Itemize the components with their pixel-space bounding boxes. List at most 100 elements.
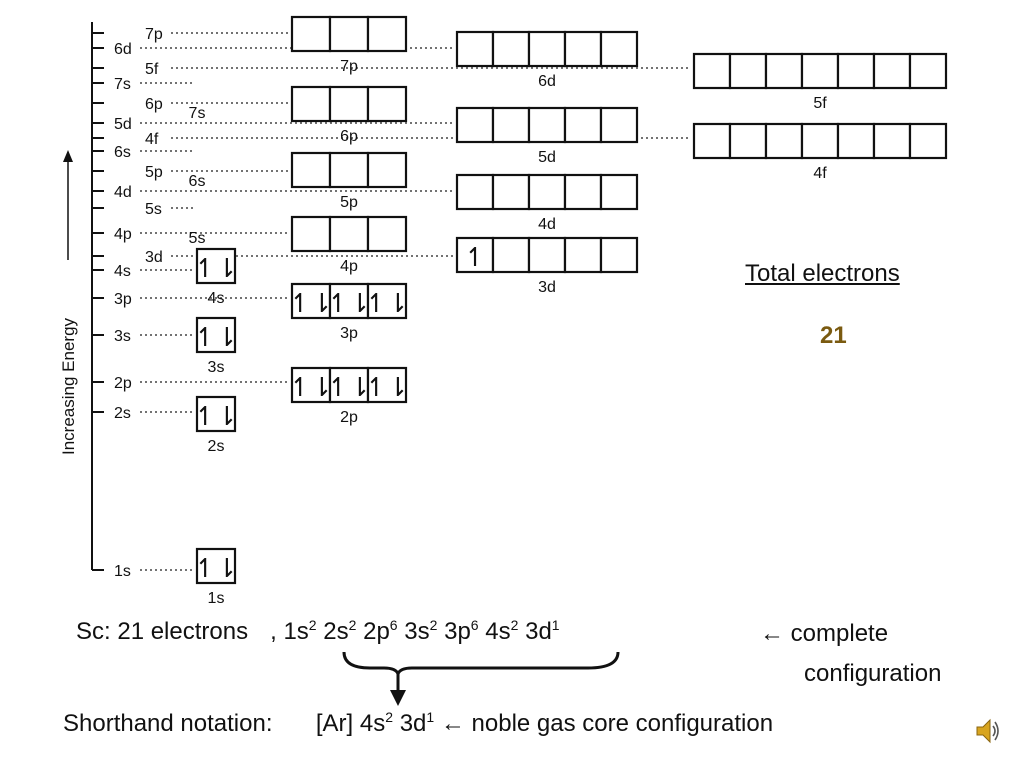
orbital-box	[764, 122, 804, 160]
grouping-brace	[342, 651, 620, 706]
orbital-box	[195, 547, 237, 585]
orbital-box	[491, 30, 531, 68]
orbital-box	[836, 52, 876, 90]
orbital-7p: 7p	[290, 15, 408, 75]
orbital-box	[563, 106, 603, 144]
speaker-icon[interactable]	[974, 716, 1000, 746]
level-label: 5s	[145, 201, 162, 218]
energy-arrow-head	[63, 150, 73, 162]
complete-configuration-note: ← complete configuration	[760, 614, 941, 694]
level-label: 7p	[145, 26, 163, 43]
energy-level-6d: 6d	[92, 41, 455, 58]
orbital-box	[290, 85, 332, 123]
element-summary: Sc: 21 electrons	[76, 618, 249, 645]
orbital-5p: 5p	[290, 151, 408, 211]
orbital-box	[290, 151, 332, 189]
orbital-box	[366, 85, 408, 123]
orbital-box	[455, 30, 495, 68]
energy-level-3d: 3d	[92, 249, 455, 266]
orbital-box	[366, 366, 408, 404]
energy-level-7s: 7s	[92, 76, 195, 93]
level-label: 3p	[114, 291, 132, 308]
orbital-4s: ↿⇂4s	[194, 247, 238, 307]
electron-arrows: ↿⇂	[327, 373, 371, 403]
orbital-box	[836, 122, 876, 160]
level-label: 2s	[114, 405, 131, 422]
orbital-box	[290, 15, 332, 53]
orbital-box	[328, 366, 370, 404]
energy-level-6s: 6s	[92, 144, 195, 161]
orbital-4f: 4f	[692, 122, 948, 182]
orbital-6d: 6d	[455, 30, 639, 90]
orbital-label: 6p	[340, 128, 358, 145]
energy-level-3p: 3p	[92, 291, 288, 308]
electron-arrows: ↿⇂	[365, 373, 409, 403]
orbital-box	[527, 173, 567, 211]
orbital-label: 7p	[340, 58, 358, 75]
energy-level-3s: 3s	[92, 328, 195, 345]
energy-level-2p: 2p	[92, 375, 288, 392]
electron-arrows: ↿⇂	[327, 289, 371, 319]
complete-configuration: 1s2 2s2 2p6 3s2 3p6 4s2 3d1	[283, 618, 559, 645]
config-term: 4s2	[485, 617, 519, 645]
orbital-box	[366, 215, 408, 253]
config-term: 3d1	[525, 617, 560, 645]
orbital-box	[563, 173, 603, 211]
electron-arrows: ↿⇂	[194, 254, 238, 284]
energy-level-4d: 4d	[92, 184, 455, 201]
config-term: 2p6	[363, 617, 398, 645]
orbital-box	[290, 282, 332, 320]
orbital-label: 4p	[340, 258, 358, 275]
total-electrons-label: Total electrons	[745, 260, 900, 287]
orbital-box	[908, 122, 948, 160]
energy-level-4f: 4f	[92, 131, 690, 148]
electron-arrows: ↿⇂	[289, 373, 333, 403]
electron-arrows: ↿⇂	[194, 323, 238, 353]
orbital-box	[527, 236, 567, 274]
electron-arrows: ↿	[464, 243, 486, 273]
shorthand-line: Shorthand notation: [Ar] 4s2 3d1 ← noble…	[63, 710, 773, 738]
electron-arrows: ↿⇂	[289, 289, 333, 319]
left-arrow-symbol: ←	[440, 710, 465, 737]
electron-arrows: ↿⇂	[365, 289, 409, 319]
orbital-3s: ↿⇂3s	[194, 316, 238, 376]
orbital-box	[455, 173, 495, 211]
orbital-box	[491, 173, 531, 211]
energy-level-5d: 5d	[92, 116, 455, 133]
configuration-label: configuration	[804, 660, 942, 687]
shorthand-configuration: 4s2 3d1	[360, 710, 441, 737]
energy-level-7p: 7p	[92, 26, 288, 43]
orbital-box	[599, 173, 639, 211]
orbital-label: 7s	[189, 105, 206, 122]
orbital-box	[328, 15, 370, 53]
orbital-box	[728, 52, 768, 90]
orbital-label: 2s	[208, 438, 225, 455]
level-label: 4s	[114, 263, 131, 280]
orbital-box	[491, 106, 531, 144]
config-term: 4s2	[359, 709, 394, 737]
orbital-label: 5d	[538, 149, 556, 166]
orbital-label: 1s	[208, 590, 225, 607]
orbital-box	[800, 52, 840, 90]
orbital-box	[872, 122, 912, 160]
level-label: 6d	[114, 41, 132, 58]
orbital-box	[366, 15, 408, 53]
orbital-1s: ↿⇂1s	[194, 547, 238, 607]
config-comma: ,	[270, 618, 277, 645]
orbital-label: 5s	[189, 230, 206, 247]
config-term: 3p6	[444, 617, 479, 645]
config-term: 3d1	[399, 709, 435, 737]
orbital-label: 3p	[340, 325, 358, 342]
config-term: 3s2	[404, 617, 438, 645]
orbital-7s: 7s	[189, 105, 206, 122]
orbital-5d: 5d	[455, 106, 639, 166]
orbital-label: 2p	[340, 409, 358, 426]
orbital-box	[195, 316, 237, 354]
orbital-box	[328, 215, 370, 253]
orbital-box	[195, 247, 237, 285]
level-label: 7s	[114, 76, 131, 93]
energy-level-5s: 5s	[92, 201, 195, 218]
energy-level-4s: 4s	[92, 263, 195, 280]
orbital-3d: ↿3d	[455, 236, 639, 296]
